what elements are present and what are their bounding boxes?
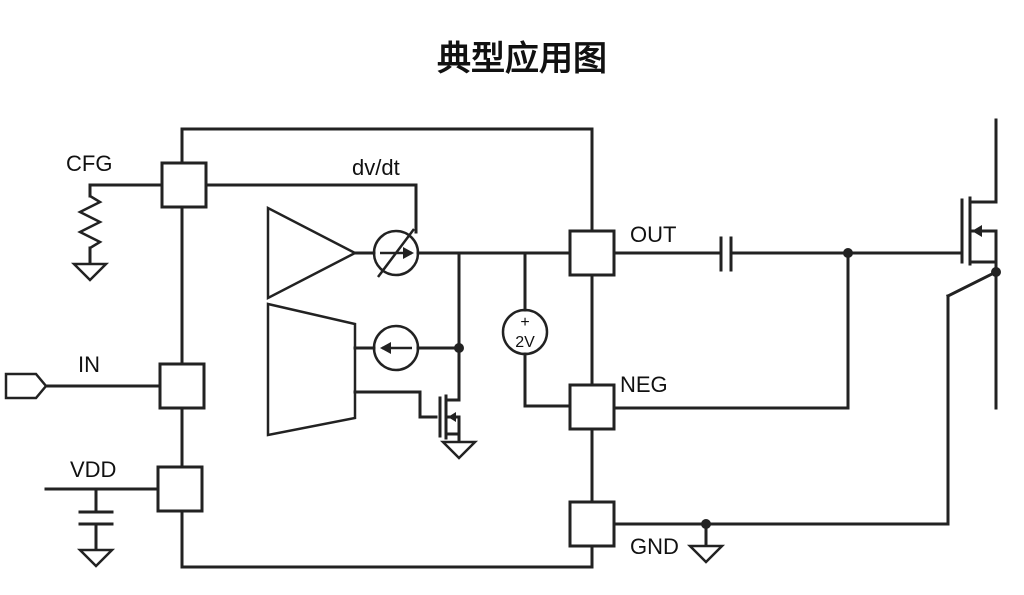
voltage-source-2v: + 2V — [501, 251, 572, 408]
pin-cfg — [160, 161, 208, 209]
out-label: OUT — [630, 222, 676, 247]
pulldown-nmos — [353, 346, 479, 460]
vdd-network — [44, 487, 160, 568]
pin-out — [568, 229, 616, 277]
source-plus: + — [520, 314, 529, 331]
out-network — [612, 236, 942, 410]
pin-neg — [568, 383, 616, 431]
gnd-network — [612, 267, 1001, 564]
pin-vdd — [156, 465, 204, 513]
vdd-label: VDD — [70, 457, 116, 482]
diagram-title: 典型应用图 — [437, 39, 607, 79]
in-label: IN — [78, 352, 100, 377]
in-input — [4, 372, 162, 400]
cfg-network — [70, 183, 418, 282]
dvdt-label: dv/dt — [352, 155, 400, 180]
neg-current-source — [353, 251, 464, 372]
dvdt-current-source — [372, 228, 420, 278]
power-mosfet — [938, 118, 998, 410]
source-voltage: 2V — [515, 334, 535, 351]
cfg-label: CFG — [66, 151, 112, 176]
driver-amplifier — [266, 205, 358, 301]
neg-label: NEG — [620, 372, 668, 397]
input-port-icon — [4, 372, 48, 400]
ground-icon — [70, 262, 110, 282]
pin-in — [158, 362, 206, 410]
gnd-label: GND — [630, 534, 679, 559]
ground-icon — [439, 440, 479, 460]
pulldown-amplifier — [266, 302, 357, 437]
ground-icon — [76, 548, 116, 568]
ground-icon — [686, 544, 726, 564]
pin-gnd — [568, 500, 616, 548]
